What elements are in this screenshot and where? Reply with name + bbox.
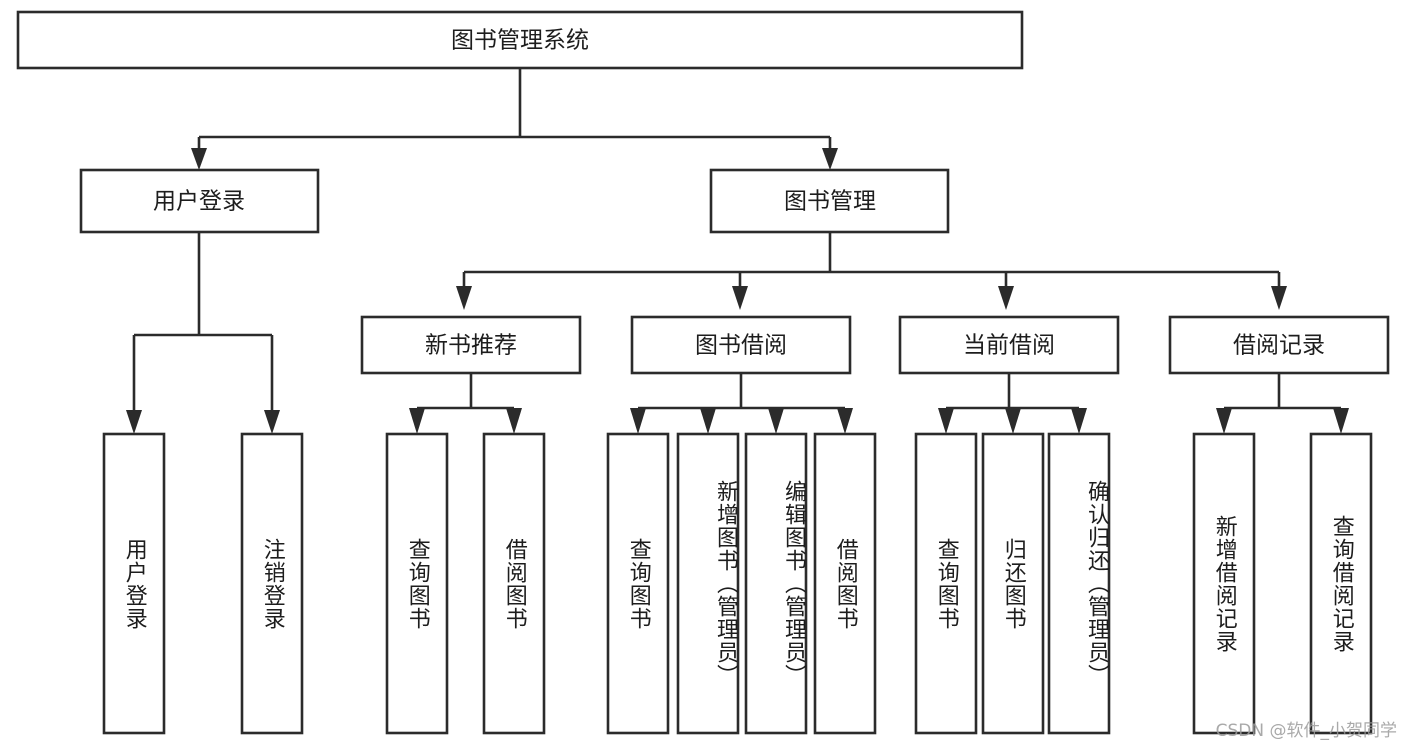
arrow-head-leaf-rec-query <box>409 408 425 434</box>
node-book-borrow-box[interactable] <box>630 315 852 375</box>
arrow-head-new-book-rec <box>456 286 472 310</box>
connector-group-book-manage <box>456 232 1287 310</box>
arrow-head-leaf-borrow-query <box>630 408 646 434</box>
connector-group-book-borrow <box>630 373 853 434</box>
node-user-login[interactable]: 用户登录 <box>79 168 320 234</box>
node-leaf-cur-confirm-box[interactable] <box>1047 432 1111 735</box>
arrow-head-leaf-cur-confirm <box>1071 408 1087 434</box>
node-book-manage-label: 图书管理 <box>784 189 876 215</box>
node-current-borrow-label: 当前借阅 <box>963 333 1055 359</box>
arrow-head-leaf-cur-query <box>938 408 954 434</box>
node-leaf-cur-query-box[interactable] <box>914 432 978 735</box>
node-new-book-rec-box[interactable] <box>360 315 582 375</box>
connector-group-current-borrow <box>938 373 1087 434</box>
node-root-box[interactable] <box>16 10 1024 70</box>
connector-group-borrow-record <box>1216 373 1349 434</box>
node-root-label: 图书管理系统 <box>451 28 589 54</box>
node-book-borrow[interactable]: 图书借阅 <box>630 315 852 375</box>
connector-group-root <box>191 68 838 170</box>
node-book-manage-box[interactable] <box>709 168 950 234</box>
node-current-borrow[interactable]: 当前借阅 <box>898 315 1120 375</box>
node-current-borrow-box[interactable] <box>898 315 1120 375</box>
node-leaf-rec-borrow-box[interactable] <box>482 432 546 735</box>
node-borrow-record[interactable]: 借阅记录 <box>1168 315 1390 375</box>
arrow-head-leaf-user-login <box>126 410 142 434</box>
node-leaf-borrow-query-box[interactable] <box>606 432 670 735</box>
arrow-head-leaf-rec-add <box>1216 408 1232 434</box>
node-leaf-borrow-lend-box[interactable] <box>813 432 877 735</box>
node-borrow-record-box[interactable] <box>1168 315 1390 375</box>
node-user-login-label: 用户登录 <box>153 189 245 215</box>
node-leaf-cur-return-box[interactable] <box>981 432 1045 735</box>
arrow-head-leaf-borrow-edit <box>768 408 784 434</box>
arrow-head-borrow-record <box>1271 286 1287 310</box>
node-leaf-rec-query-box[interactable] <box>385 432 449 735</box>
node-leaf-borrow-edit-box[interactable] <box>744 432 808 735</box>
node-book-borrow-label: 图书借阅 <box>695 333 787 359</box>
node-leaf-borrow-add-box[interactable] <box>676 432 740 735</box>
node-leaf-user-logout-box[interactable] <box>240 432 304 735</box>
arrow-head-user-login <box>191 148 207 170</box>
connector-group-user-login <box>126 232 280 434</box>
node-leaf-rec-query2-box[interactable] <box>1309 432 1373 735</box>
node-root[interactable]: 图书管理系统 <box>16 10 1024 70</box>
arrow-head-book-borrow <box>732 286 748 310</box>
node-leaf-user-login-box[interactable] <box>102 432 166 735</box>
node-new-book-rec-label: 新书推荐 <box>425 333 517 359</box>
arrow-head-leaf-borrow-add <box>700 408 716 434</box>
arrow-head-current-borrow <box>998 286 1014 310</box>
node-book-manage[interactable]: 图书管理 <box>709 168 950 234</box>
arrow-head-leaf-cur-return <box>1005 408 1021 434</box>
arrow-head-leaf-rec-query2 <box>1333 408 1349 434</box>
arrow-head-leaf-user-logout <box>264 410 280 434</box>
arrow-head-book-manage <box>822 148 838 170</box>
arrow-head-leaf-rec-borrow <box>506 408 522 434</box>
node-borrow-record-label: 借阅记录 <box>1233 333 1325 359</box>
arrow-head-leaf-borrow-lend <box>837 408 853 434</box>
csdn-watermark: CSDN @软件_小贺同学 <box>1215 721 1397 741</box>
node-leaf-rec-add-box[interactable] <box>1192 432 1256 735</box>
node-new-book-rec[interactable]: 新书推荐 <box>360 315 582 375</box>
connector-group-new-book-rec <box>409 373 522 434</box>
node-user-login-box[interactable] <box>79 168 320 234</box>
